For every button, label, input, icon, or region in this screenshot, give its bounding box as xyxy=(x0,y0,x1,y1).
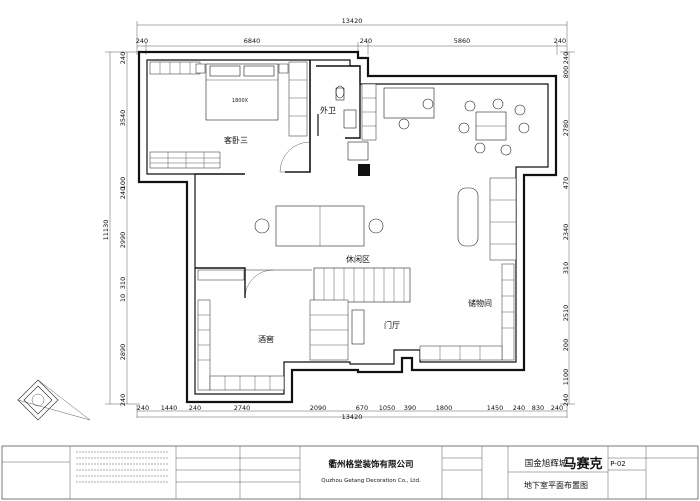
svg-text:2740: 2740 xyxy=(234,404,251,412)
svg-text:200: 200 xyxy=(562,339,570,351)
svg-text:240: 240 xyxy=(119,394,127,406)
svg-text:5860: 5860 xyxy=(454,37,471,45)
svg-text:240: 240 xyxy=(189,404,201,412)
svg-text:240: 240 xyxy=(513,404,525,412)
svg-text:2340: 2340 xyxy=(562,224,570,241)
svg-text:3540: 3540 xyxy=(119,110,127,127)
logo-mark: 马赛克 xyxy=(563,456,602,472)
wine-cellar: 酒窖 xyxy=(195,267,349,391)
north-arrow-icon xyxy=(17,379,91,421)
bed xyxy=(205,63,279,121)
svg-text:1100: 1100 xyxy=(562,369,570,386)
svg-text:2890: 2890 xyxy=(119,344,127,361)
tea-area xyxy=(361,83,530,156)
svg-text:240: 240 xyxy=(119,187,127,199)
svg-text:240: 240 xyxy=(360,37,372,45)
room-foyer: 门厅 xyxy=(384,320,400,330)
svg-text:310: 310 xyxy=(562,262,570,274)
svg-text:240: 240 xyxy=(554,37,566,45)
svg-text:1440: 1440 xyxy=(161,404,178,412)
title-block: 衢州格堂装饰有限公司 Quzhou Getang Decoration Co.,… xyxy=(1,445,699,500)
top-dimensions: 13420 240 6840 240 5860 240 xyxy=(136,17,568,55)
svg-text:310: 310 xyxy=(119,277,127,289)
svg-text:240: 240 xyxy=(119,52,127,64)
foyer: 门厅 xyxy=(351,309,400,345)
bottom-dimensions: 240 1440 240 2740 2090 670 1050 390 1800… xyxy=(137,404,568,421)
storage-room: 储物间 xyxy=(419,263,515,361)
room-wine-cellar: 酒窖 xyxy=(258,334,274,344)
bottom-total-dim: 13420 xyxy=(342,413,363,421)
svg-text:240: 240 xyxy=(137,404,149,412)
bathroom: 外卫 xyxy=(316,65,370,176)
svg-text:470: 470 xyxy=(562,177,570,189)
svg-text:390: 390 xyxy=(404,404,416,412)
lounge: 休闲区 xyxy=(254,177,517,264)
svg-text:1450: 1450 xyxy=(487,404,504,412)
svg-text:1800: 1800 xyxy=(436,404,453,412)
toilet xyxy=(335,85,345,99)
drawing-number: P-02 xyxy=(610,460,626,468)
svg-text:240: 240 xyxy=(562,52,570,64)
svg-text:240: 240 xyxy=(551,404,563,412)
svg-text:670: 670 xyxy=(356,404,368,412)
room-bathroom: 外卫 xyxy=(320,105,336,115)
svg-text:830: 830 xyxy=(532,404,544,412)
staircase xyxy=(313,267,411,303)
room-guest-bedroom: 客卧三 xyxy=(224,135,248,145)
company-name-cn: 衢州格堂装饰有限公司 xyxy=(328,459,413,470)
svg-text:240: 240 xyxy=(562,394,570,406)
svg-text:2510: 2510 xyxy=(562,305,570,322)
left-total-dim: 11130 xyxy=(102,220,110,241)
svg-text:2090: 2090 xyxy=(310,404,327,412)
right-dimensions: 240 800 2780 470 2340 310 2510 200 1100 … xyxy=(560,52,575,406)
svg-text:10: 10 xyxy=(119,294,127,302)
bed-label: 1800X xyxy=(232,98,249,104)
svg-text:1050: 1050 xyxy=(379,404,396,412)
drawing-title: 地下室平面布置图 xyxy=(524,480,588,490)
top-total-dim: 13420 xyxy=(342,17,363,25)
company-name-en: Quzhou Getang Decoration Co., Ltd. xyxy=(321,478,421,484)
svg-text:240: 240 xyxy=(136,37,148,45)
left-dimensions: 240 3540 100 240 2990 310 10 2890 240 11… xyxy=(102,52,140,406)
room-storage: 储物间 xyxy=(468,298,492,308)
svg-text:100: 100 xyxy=(119,177,127,189)
room-lounge: 休闲区 xyxy=(346,254,370,264)
svg-text:2780: 2780 xyxy=(562,120,570,137)
guest-bedroom: 1800X 客卧三 xyxy=(149,60,311,175)
project-name: 国金旭辉城 xyxy=(525,458,568,469)
svg-text:2990: 2990 xyxy=(119,232,127,249)
svg-text:800: 800 xyxy=(562,66,570,78)
svg-text:6840: 6840 xyxy=(244,37,261,45)
